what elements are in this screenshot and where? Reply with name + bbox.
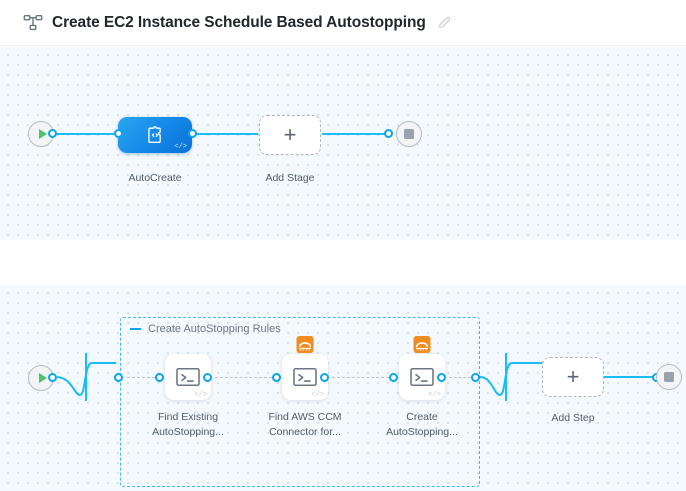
step-label-find-aws-ccm-connector: Find AWS CCM Connector for...: [250, 410, 360, 440]
step1-output-port[interactable]: [203, 373, 212, 382]
add-step-button[interactable]: +: [542, 357, 604, 397]
group-input-port[interactable]: [114, 373, 123, 382]
stage-node-autocreate[interactable]: </>: [118, 117, 192, 153]
stage-boundary-connector-right: [479, 353, 544, 401]
step-label-find-existing-autostopping: Find Existing AutoStopping...: [133, 410, 243, 440]
add-stage-label: Add Stage: [265, 172, 315, 184]
stage-boundary-connector-left: [55, 353, 116, 401]
step2-input-port[interactable]: [272, 373, 281, 382]
group-output-port[interactable]: [471, 373, 480, 382]
stage-end-node[interactable]: [396, 121, 422, 147]
stage-canvas[interactable]: </> AutoCreate + Add Stage: [0, 47, 686, 240]
stop-icon: [404, 129, 414, 139]
stop-icon: [664, 372, 674, 382]
custom-stage-code-icon: [148, 126, 161, 144]
plus-icon: +: [566, 364, 580, 389]
aws-ccm-icon: [413, 336, 431, 353]
step-code-glyph: </>: [428, 391, 441, 399]
step-group-create-autostopping-rules[interactable]: [120, 317, 480, 487]
connector-start-to-autocreate: [52, 133, 118, 135]
step-code-glyph: </>: [311, 391, 324, 399]
terminal-shell-icon: [410, 367, 434, 387]
autocreate-input-port[interactable]: [114, 129, 123, 138]
step1-label-line1: Find Existing: [157, 411, 219, 423]
terminal-shell-icon: [293, 367, 317, 387]
add-step-label: Add Step: [551, 412, 595, 424]
end-input-port[interactable]: [384, 129, 393, 138]
step-code-glyph: </>: [194, 391, 207, 399]
step2-output-port[interactable]: [320, 373, 329, 382]
pipeline-nodes-icon: [23, 14, 43, 30]
step3-label-line2: AutoStopping...: [386, 426, 458, 438]
minus-icon[interactable]: [130, 328, 141, 330]
step3-input-port[interactable]: [389, 373, 398, 382]
page-title: Create EC2 Instance Schedule Based Autos…: [52, 13, 426, 31]
step-group-header[interactable]: Create AutoStopping Rules: [130, 323, 281, 335]
step3-label-line1: Create: [406, 411, 438, 423]
connector-step3-to-group-out: [449, 377, 471, 378]
step1-input-port[interactable]: [155, 373, 164, 382]
play-icon: [38, 129, 47, 139]
plus-icon: +: [283, 122, 297, 147]
stage-code-glyph: </>: [174, 143, 187, 151]
connector-add-step-to-end: [604, 376, 656, 378]
connector-step1-to-step2: [215, 377, 272, 378]
connector-autocreate-to-add: [192, 133, 258, 135]
step2-label-line1: Find AWS CCM: [268, 411, 342, 423]
autocreate-output-port[interactable]: [188, 129, 197, 138]
add-stage-button[interactable]: +: [259, 115, 321, 155]
connector-group-to-step1: [127, 377, 155, 378]
step-canvas[interactable]: Create AutoStopping Rules </> Find Exist…: [0, 285, 686, 491]
start-output-port[interactable]: [48, 129, 57, 138]
step3-output-port[interactable]: [437, 373, 446, 382]
step2-label-line2: Connector for...: [269, 426, 341, 438]
step-group-title: Create AutoStopping Rules: [148, 323, 281, 335]
aws-ccm-icon: [296, 336, 314, 353]
pencil-edit-icon[interactable]: [437, 15, 452, 30]
connector-add-to-end: [322, 133, 388, 135]
step-label-create-autostopping: Create AutoStopping...: [367, 410, 477, 440]
terminal-shell-icon: [176, 367, 200, 387]
step-end-node[interactable]: [656, 364, 682, 390]
pipeline-header: Create EC2 Instance Schedule Based Autos…: [0, 0, 686, 46]
connector-step2-to-step3: [332, 377, 389, 378]
play-icon: [38, 373, 47, 383]
stage-label-autocreate: AutoCreate: [128, 172, 182, 184]
step1-label-line2: AutoStopping...: [152, 426, 224, 438]
